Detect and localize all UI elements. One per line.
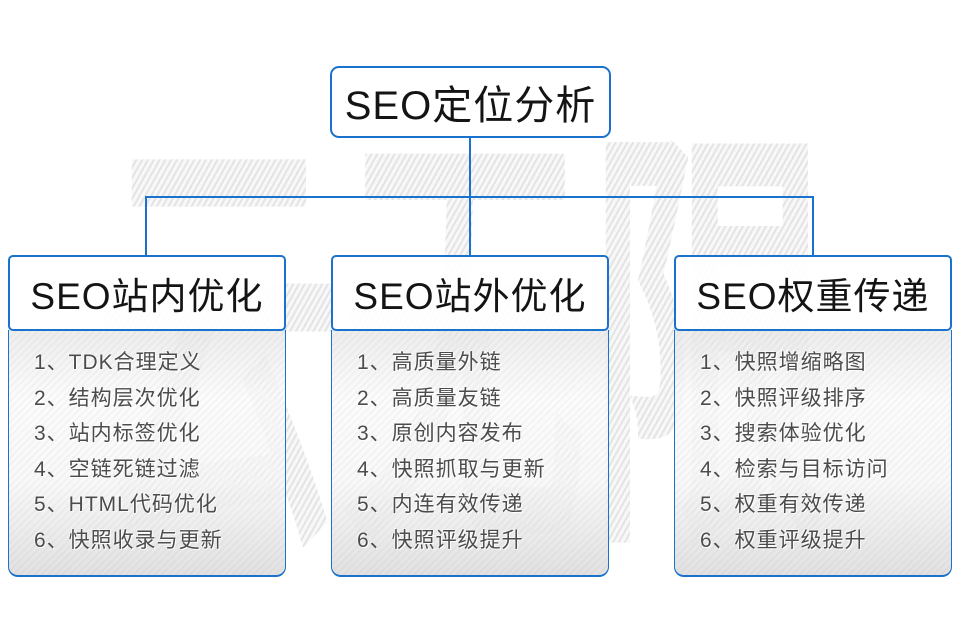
column-header-label: SEO站内优化 [30,276,264,317]
column-weight-transfer: SEO权重传递 1、快照增缩略图 2、快照评级排序 3、搜索体验优化 4、检索与… [674,255,952,577]
list-item: 5、HTML代码优化 [34,493,218,516]
column-onsite-optimization: SEO站内优化 1、TDK合理定义 2、结构层次优化 3、站内标签优化 4、空链… [8,255,286,577]
list-item: 2、高质量友链 [357,386,502,410]
list-item: 1、快照增缩略图 [700,351,867,374]
column-header: SEO站内优化 [8,255,286,331]
connector-drop-left [145,197,147,255]
connector-drop-middle [469,197,471,255]
list-item: 5、内连有效传递 [357,493,524,516]
list-item: 4、检索与目标访问 [700,457,889,481]
column-panel: 1、TDK合理定义 2、结构层次优化 3、站内标签优化 4、空链死链过滤 5、H… [8,330,286,577]
list-item: 3、原创内容发布 [357,422,524,445]
column-header: SEO站外优化 [331,255,609,331]
column-panel: 1、高质量外链 2、高质量友链 3、原创内容发布 4、快照抓取与更新 5、内连有… [331,330,609,577]
list-item: 3、搜索体验优化 [700,422,867,445]
connector-drop-right [812,197,814,255]
connector-horizontal [145,196,814,198]
list-item: 1、TDK合理定义 [34,351,202,374]
column-offsite-optimization: SEO站外优化 1、高质量外链 2、高质量友链 3、原创内容发布 4、快照抓取与… [331,255,609,577]
root-node: SEO定位分析 [330,66,611,138]
column-header-label: SEO站外优化 [353,276,587,317]
list-item: 6、快照评级提升 [357,528,524,552]
list-item: 4、快照抓取与更新 [357,457,546,481]
list-item: 5、权重有效传递 [700,493,867,516]
list-item: 2、结构层次优化 [34,386,201,410]
list-item: 1、高质量外链 [357,351,502,374]
column-header: SEO权重传递 [674,255,952,331]
column-header-label: SEO权重传递 [696,276,930,317]
list-item: 6、权重评级提升 [700,528,867,552]
root-node-label: SEO定位分析 [344,84,597,128]
list-item: 4、空链死链过滤 [34,457,201,481]
list-item: 6、快照收录与更新 [34,528,223,552]
connector-stem [469,136,471,197]
list-item: 3、站内标签优化 [34,422,201,445]
column-panel: 1、快照增缩略图 2、快照评级排序 3、搜索体验优化 4、检索与目标访问 5、权… [674,330,952,577]
list-item: 2、快照评级排序 [700,386,867,410]
